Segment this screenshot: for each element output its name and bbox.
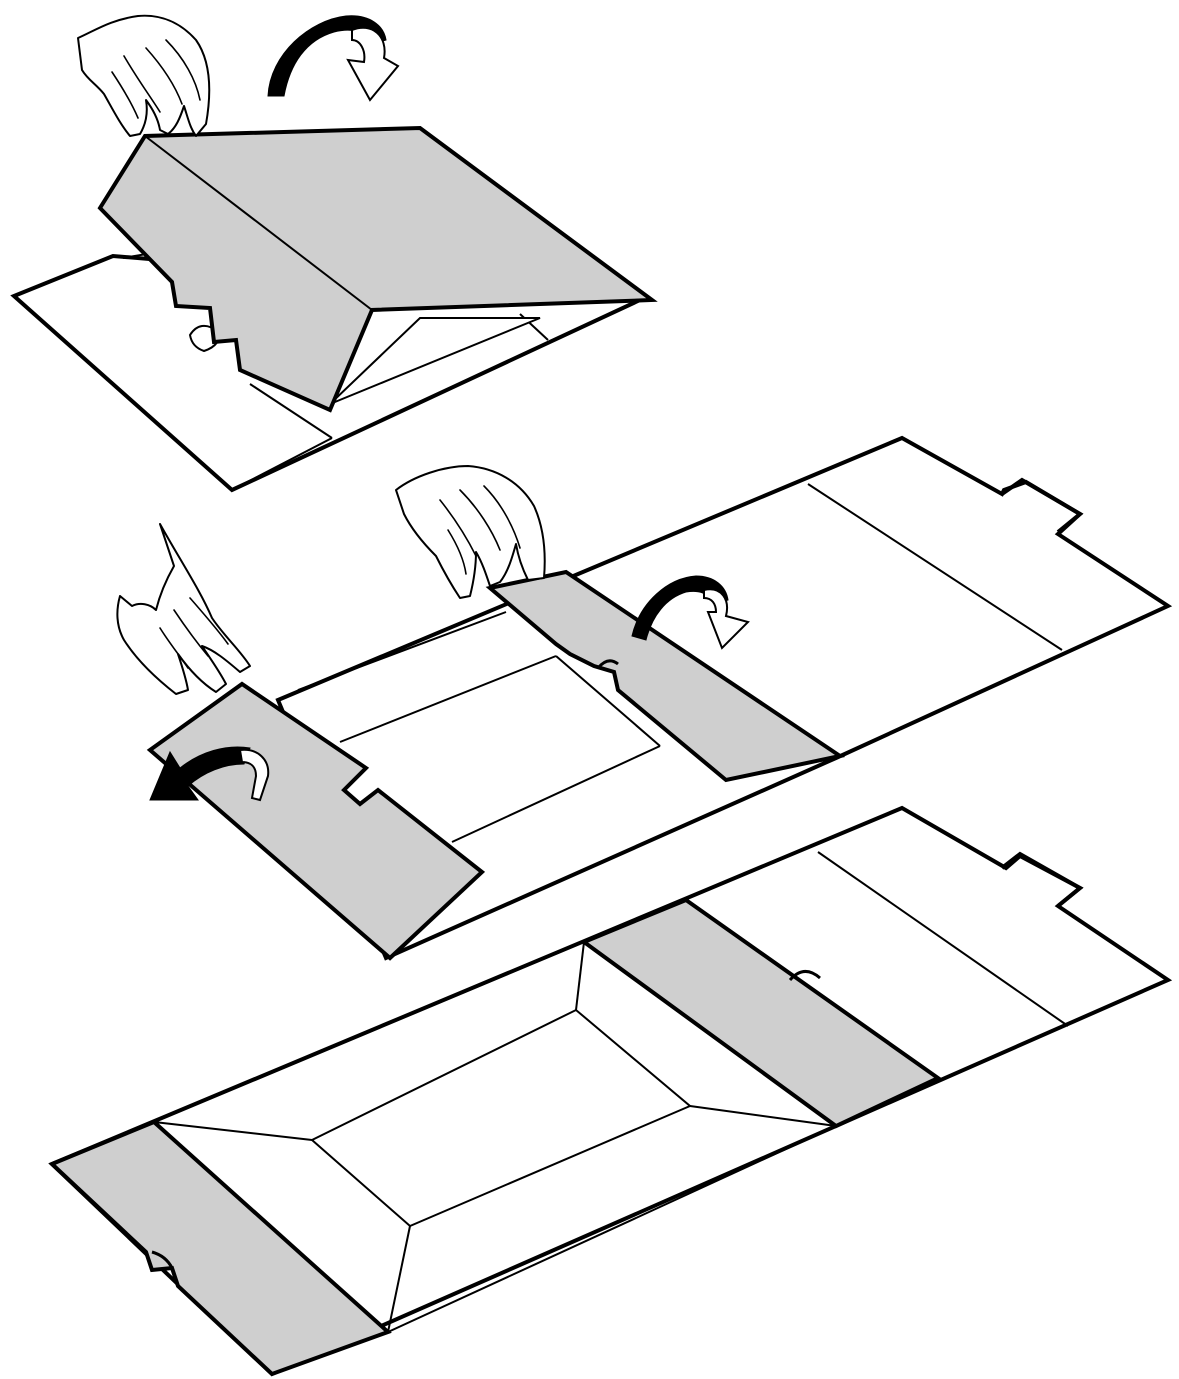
step-1-fold-lid (10, 14, 658, 493)
step-3-middle-panel (579, 897, 942, 1129)
step-1-lid-flap (97, 125, 658, 413)
curved-arrow-icon (149, 746, 270, 802)
hand-icon (77, 14, 211, 137)
curved-arrow-icon (267, 15, 400, 102)
step-2-right-flap (485, 569, 846, 783)
hand-icon (116, 523, 251, 695)
step-3-left-end-panel (48, 1119, 392, 1377)
step-3-flat-box (48, 805, 1173, 1377)
curved-arrow-icon (631, 575, 750, 650)
step-2-unfold-flaps (116, 435, 1173, 961)
hand-icon (395, 465, 546, 599)
step-3-tray-floor (310, 1008, 692, 1228)
